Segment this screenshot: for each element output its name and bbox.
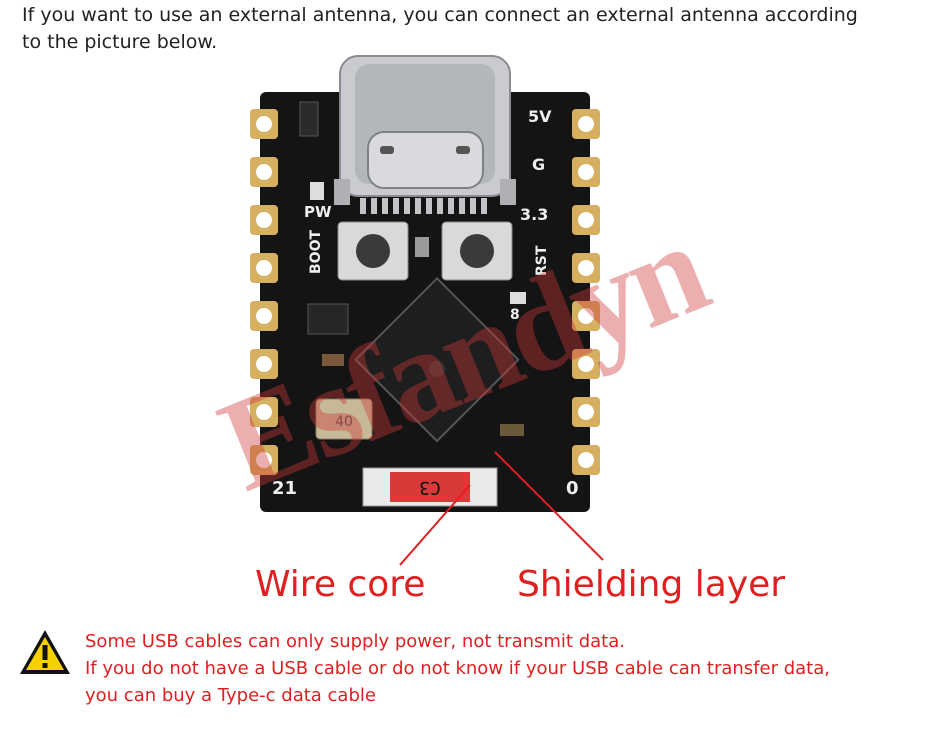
board-image: 40 C3 5V G 3.3 PW BOOT RST 21 0 8 xyxy=(250,55,600,512)
pad-hole xyxy=(256,308,272,324)
pad-hole xyxy=(578,404,594,420)
usb-pin xyxy=(481,198,487,214)
usb-pin xyxy=(459,198,465,214)
pad-hole xyxy=(256,260,272,276)
shielding-layer-label: Shielding layer xyxy=(517,564,786,605)
warning-line-1: Some USB cables can only supply power, n… xyxy=(85,631,625,652)
reset-button xyxy=(441,221,513,281)
usb-pin xyxy=(404,198,410,214)
warning-icon xyxy=(20,630,70,674)
intro-line-2: to the picture below. xyxy=(22,31,218,53)
antenna-component-c3: C3 xyxy=(362,467,498,507)
pin-label-8: 8 xyxy=(510,307,520,323)
usb-c-connector xyxy=(334,55,516,214)
pin-label-0: 0 xyxy=(566,478,579,499)
intro-line-1: If you want to use an external antenna, … xyxy=(22,4,858,26)
warning-line-2: If you do not have a USB cable or do not… xyxy=(85,658,830,679)
pad-hole xyxy=(578,212,594,228)
warning-line-3: you can buy a Type-c data cable xyxy=(85,685,376,706)
wire-core-label: Wire core xyxy=(255,564,426,605)
pin-label-21: 21 xyxy=(272,478,297,499)
usb-warning: Some USB cables can only supply power, n… xyxy=(85,628,830,709)
pin-label-3v3: 3.3 xyxy=(520,205,548,224)
usb-pins xyxy=(360,198,487,214)
pad-hole xyxy=(256,164,272,180)
wire-core-leader xyxy=(399,484,471,566)
pin-label-g: G xyxy=(532,155,545,174)
pad-hole xyxy=(256,212,272,228)
component-label-c3: C3 xyxy=(419,477,441,498)
pin-label-5v: 5V xyxy=(528,107,552,126)
pad-hole xyxy=(578,452,594,468)
boot-button xyxy=(337,221,409,281)
pin-label-rst: RST xyxy=(534,245,550,276)
usb-pin xyxy=(426,198,432,214)
usb-pin xyxy=(415,198,421,214)
pin-label-pw: PW xyxy=(304,203,332,221)
crystal-label: 40 xyxy=(335,414,353,430)
pad-hole xyxy=(578,116,594,132)
pad-hole xyxy=(578,260,594,276)
shielding-leader xyxy=(494,451,604,561)
usb-pin xyxy=(382,198,388,214)
usb-pin xyxy=(371,198,377,214)
pad-hole xyxy=(256,404,272,420)
pad-hole xyxy=(256,452,272,468)
pad-hole xyxy=(578,308,594,324)
pin-label-boot: BOOT xyxy=(308,230,324,274)
usb-pin xyxy=(448,198,454,214)
pad-hole xyxy=(578,356,594,372)
pad-hole xyxy=(256,356,272,372)
usb-pin xyxy=(393,198,399,214)
usb-pin xyxy=(470,198,476,214)
pad-hole xyxy=(256,116,272,132)
crystal-oscillator: 40 xyxy=(315,398,373,440)
usb-pin xyxy=(437,198,443,214)
usb-pin xyxy=(360,198,366,214)
intro-text: If you want to use an external antenna, … xyxy=(22,2,862,56)
castellated-pads xyxy=(250,109,600,475)
esp32-chip xyxy=(354,276,520,443)
pad-hole xyxy=(578,164,594,180)
